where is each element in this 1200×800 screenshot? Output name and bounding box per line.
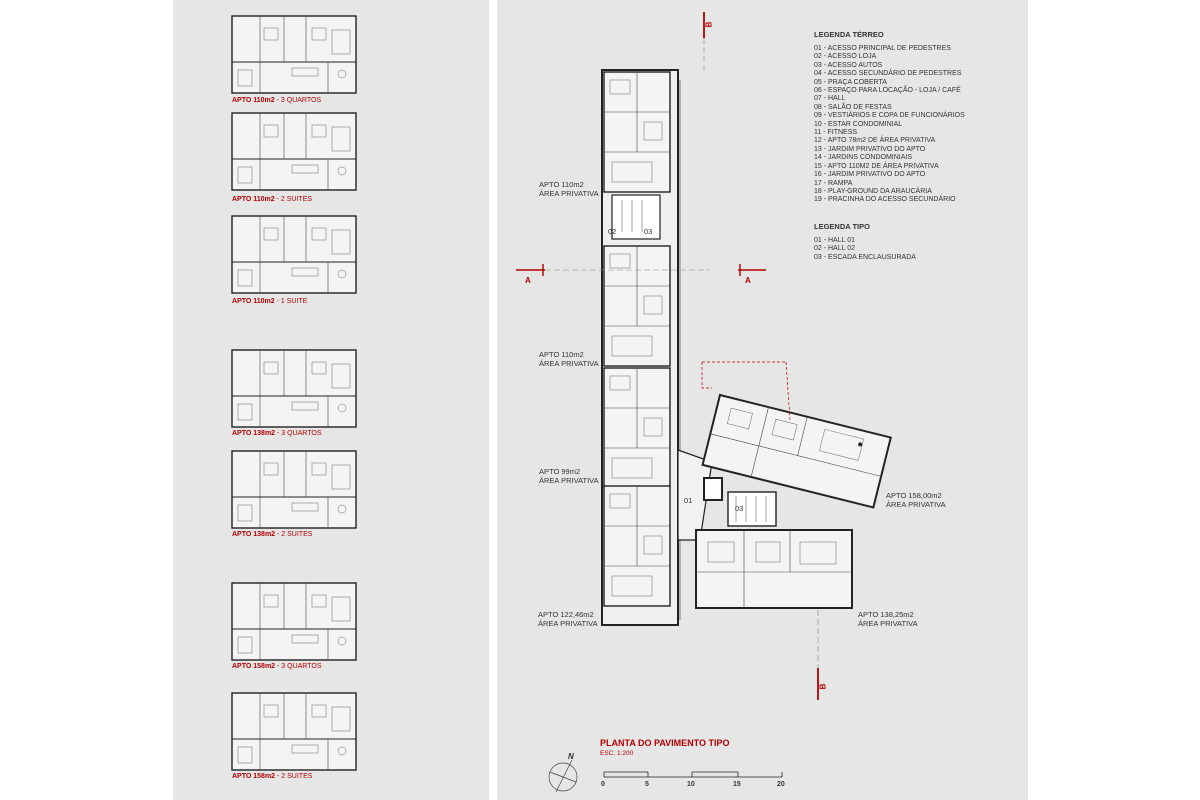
legend-terreo-item: 08 - SALÃO DE FESTAS (814, 103, 892, 111)
section-b-top: B (704, 21, 714, 28)
section-a-left: A (525, 276, 531, 285)
caption-name: APTO 138m2 (232, 430, 276, 437)
room-01: 01 (684, 496, 693, 505)
scale-tick-10: 10 (687, 781, 695, 788)
area-label-line1: APTO 138,25m2 (858, 610, 914, 619)
scale-tick-0: 0 (601, 781, 605, 788)
legend-terreo-item: 14 - JARDINS CONDOMINIAIS (814, 154, 913, 162)
legend-terreo-item: 13 - JARDIM PRIVATIVO DO APTO (814, 145, 926, 153)
room-03-core: 03 (735, 504, 744, 513)
scale-tick-20: 20 (777, 781, 785, 788)
area-label-line2: ÁREA PRIVATIVA (539, 476, 599, 485)
caption-apto-110-1s: APTO 110m2 - 1 SUITE (232, 298, 307, 306)
caption-name: APTO 158m2 (232, 773, 276, 780)
north-label: N (568, 752, 574, 761)
legend-terreo-item: 19 - PRACINHA DO ACESSO SECUNDÁRIO (814, 196, 956, 204)
legend-terreo-item: 16 - JARDIM PRIVATIVO DO APTO (814, 171, 926, 179)
caption-apto-138-2s: APTO 138m2 - 2 SUITES (232, 531, 312, 539)
legend-tipo-item: 02 - HALL 02 (814, 245, 855, 253)
area-label-line2: ÁREA PRIVATIVA (886, 500, 946, 509)
room-02: 02 (608, 227, 617, 236)
caption-detail: - 2 SUITES (275, 531, 313, 538)
caption-detail: - 1 SUITE (274, 298, 308, 305)
legend-terreo-item: 01 - ACESSO PRINCIPAL DE PEDESTRES (814, 45, 951, 52)
scale-tick-15: 15 (733, 781, 741, 788)
drawing-title: PLANTA DO PAVIMENTO TIPO (600, 738, 730, 748)
legend-terreo-item: 15 - APTO 110M2 DE ÁREA PRIVATIVA (814, 162, 939, 170)
caption-name: APTO 110m2 (232, 196, 275, 203)
caption-name: APTO 138m2 (232, 531, 276, 538)
legend-terreo-item: 03 - ACESSO AUTOS (814, 61, 883, 69)
caption-detail: - 3 QUARTOS (275, 430, 322, 437)
caption-name: APTO 110m2 (232, 298, 275, 305)
area-label-line2: ÁREA PRIVATIVA (539, 359, 599, 368)
legend-terreo: LEGENDA TÉRREO 01 - ACESSO PRINCIPAL DE … (814, 30, 965, 205)
caption-name: APTO 158m2 (232, 663, 276, 670)
legend-terreo-item: 11 - FITNESS (814, 129, 858, 137)
legend-tipo-item: 03 - ESCADA ENCLAUSURADA (814, 253, 916, 261)
room-03-top: 03 (644, 227, 653, 236)
area-label-line1: APTO 110m2 (539, 180, 584, 189)
area-label-line1: APTO 122,46m2 (538, 610, 594, 619)
caption-apto-110-3q: APTO 110m2 - 3 QUARTOS (232, 97, 321, 105)
right-panel (497, 0, 1028, 800)
scale-tick-5: 5 (645, 781, 649, 788)
legend-terreo-item: 02 - ACESSO LOJA (814, 53, 877, 61)
area-label-line2: ÁREA PRIVATIVA (858, 619, 918, 628)
caption-name: APTO 110m2 (232, 97, 275, 104)
legend-terreo-item: 05 - PRAÇA COBERTA (814, 78, 887, 86)
legend-terreo-title: LEGENDA TÉRREO (814, 30, 884, 39)
caption-apto-138-3q: APTO 138m2 - 3 QUARTOS (232, 430, 321, 438)
area-label-line1: APTO 158,00m2 (886, 491, 942, 500)
legend-terreo-item: 10 - ESTAR CONDOMINIAL (814, 120, 903, 128)
drawing-scale: ESC. 1:200 (600, 750, 634, 757)
area-label-line2: ÁREA PRIVATIVA (538, 619, 598, 628)
caption-apto-158-3q: APTO 158m2 - 3 QUARTOS (232, 663, 321, 671)
legend-terreo-item: 09 - VESTIÁRIOS E COPA DE FUNCIONÁRIOS (814, 112, 965, 120)
caption-apto-110-2s: APTO 110m2 - 2 SUITES (232, 196, 312, 204)
legend-terreo-item: 06 - ESPAÇO PARA LOCAÇÃO - LOJA / CAFÉ (814, 87, 961, 95)
legend-terreo-item: 18 - PLAY-GROUND DA ARAUCÁRIA (814, 187, 932, 195)
caption-detail: - 3 QUARTOS (274, 97, 322, 104)
legend-terreo-item: 17 - RAMPA (814, 179, 853, 187)
area-label-line2: ÁREA PRIVATIVA (539, 189, 599, 198)
caption-detail: - 2 SUITES (275, 773, 313, 780)
legend-terreo-item: 12 - APTO 78m2 DE ÁREA PRIVATIVA (814, 137, 936, 145)
caption-detail: - 2 SUITES (274, 196, 313, 203)
area-label-line1: APTO 110m2 (539, 350, 584, 359)
caption-apto-158-2s: APTO 158m2 - 2 SUITES (232, 773, 312, 781)
section-a-right: A (745, 276, 751, 285)
legend-tipo-title: LEGENDA TIPO (814, 222, 870, 231)
section-b-bottom: B (818, 683, 828, 690)
legend-terreo-item: 07 - HALL (814, 95, 846, 103)
area-label-line1: APTO 99m2 (539, 467, 581, 476)
legend-tipo-item: 01 - HALL 01 (814, 237, 855, 244)
caption-detail: - 3 QUARTOS (275, 663, 322, 670)
legend-terreo-item: 04 - ACESSO SECUNDÁRIO DE PEDESTRES (814, 70, 962, 78)
